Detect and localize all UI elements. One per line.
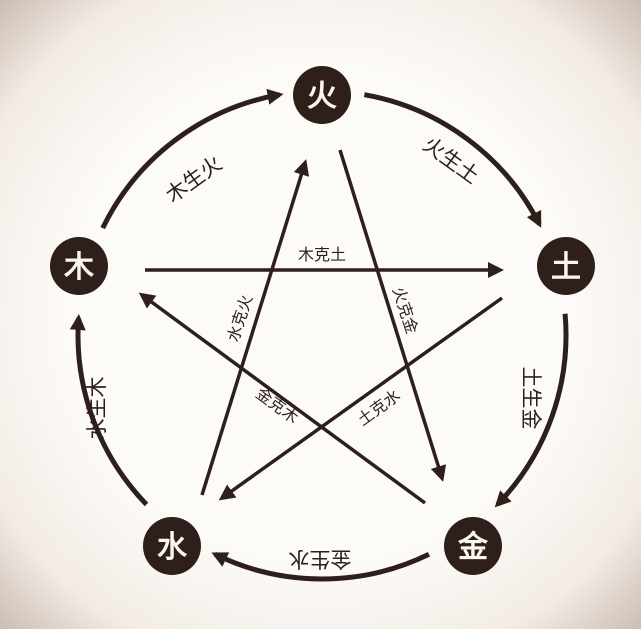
node-earth: 土 — [537, 237, 595, 295]
fire-generates-earth-arrow — [363, 92, 542, 228]
wood-overcomes-earth-label: 木克土 — [298, 245, 346, 264]
metal-generates-water-label: 金生水 — [289, 547, 352, 571]
node-wood: 木 — [50, 237, 108, 295]
water-overcomes-fire-arrow — [200, 159, 310, 496]
node-fire: 火 — [293, 66, 351, 124]
metal-overcomes-wood-arrow — [138, 292, 427, 505]
node-water: 水 — [143, 517, 201, 575]
node-metal: 金 — [444, 517, 502, 575]
water-label: 水 — [157, 530, 188, 565]
metal-generates-water-arrow — [211, 552, 431, 582]
wood-generates-fire-arrow — [100, 88, 284, 230]
wood-generates-fire-label: 木生火 — [161, 151, 226, 207]
earth-label: 土 — [551, 250, 581, 285]
earth-generates-metal-label: 土生金 — [519, 367, 543, 430]
water-generates-wood-label: 水生木 — [85, 377, 109, 440]
fire-overcomes-metal-arrow — [338, 149, 447, 482]
earth-overcomes-water-arrow — [218, 296, 504, 501]
earth-overcomes-water-label: 土克水 — [354, 386, 404, 430]
earth-generates-metal-arrow — [494, 313, 569, 508]
fire-label: 火 — [307, 79, 337, 114]
metal-label: 金 — [457, 530, 489, 565]
wood-label: 木 — [63, 250, 94, 285]
fire-generates-earth-label: 火生土 — [419, 132, 484, 188]
water-generates-wood-arrow — [69, 313, 149, 507]
metal-overcomes-wood-label: 金克木 — [252, 384, 302, 428]
